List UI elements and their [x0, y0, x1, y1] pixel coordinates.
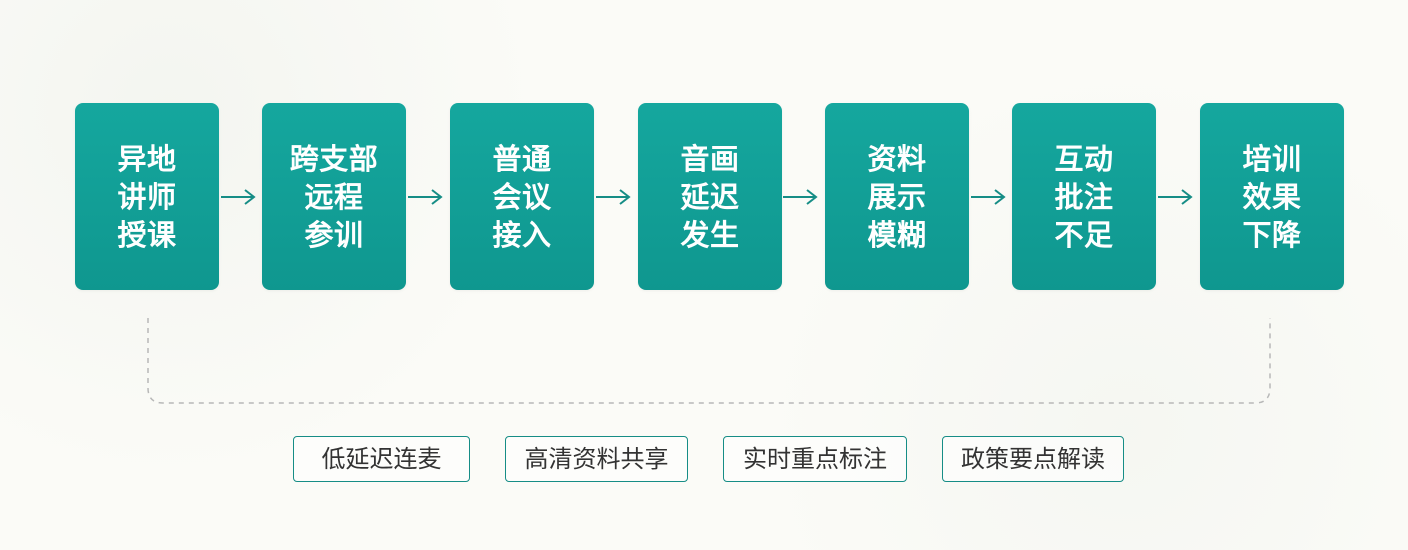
- solution-tag-label: 政策要点解读: [961, 445, 1105, 473]
- step-meeting-access: 普通 会议 接入: [450, 103, 594, 290]
- arrow-right-icon: [408, 189, 443, 205]
- step-label: 音画 延迟 发生: [680, 141, 740, 252]
- solution-tag-live-annotation: 实时重点标注: [723, 436, 907, 482]
- step-insufficient-annotation: 互动 批注 不足: [1012, 103, 1156, 290]
- step-label: 跨支部 远程 参训: [289, 141, 379, 252]
- step-label: 资料 展示 模糊: [867, 141, 927, 252]
- solution-tag-label: 低延迟连麦: [321, 445, 442, 473]
- solution-tag-label: 高清资料共享: [524, 445, 669, 473]
- arrow-right-icon: [971, 189, 1006, 205]
- solution-tag-hd-sharing: 高清资料共享: [505, 436, 688, 482]
- step-document-blurry: 资料 展示 模糊: [825, 103, 969, 290]
- step-label: 普通 会议 接入: [492, 141, 552, 252]
- step-training-effect-decline: 培训 效果 下降: [1200, 103, 1344, 290]
- arrow-right-icon: [221, 189, 256, 205]
- arrow-right-icon: [596, 189, 631, 205]
- arrow-right-icon: [783, 189, 818, 205]
- step-label: 互动 批注 不足: [1054, 141, 1114, 252]
- step-cross-branch-training: 跨支部 远程 参训: [262, 103, 406, 290]
- step-remote-lecturer: 异地 讲师 授课: [75, 103, 219, 290]
- step-label: 培训 效果 下降: [1242, 141, 1302, 252]
- step-audio-video-delay: 音画 延迟 发生: [638, 103, 782, 290]
- solution-tag-label: 实时重点标注: [743, 445, 887, 473]
- step-label: 异地 讲师 授课: [117, 141, 177, 252]
- solution-tag-low-latency: 低延迟连麦: [293, 436, 470, 482]
- solution-tag-policy-briefing: 政策要点解读: [942, 436, 1124, 482]
- arrow-right-icon: [1158, 189, 1193, 205]
